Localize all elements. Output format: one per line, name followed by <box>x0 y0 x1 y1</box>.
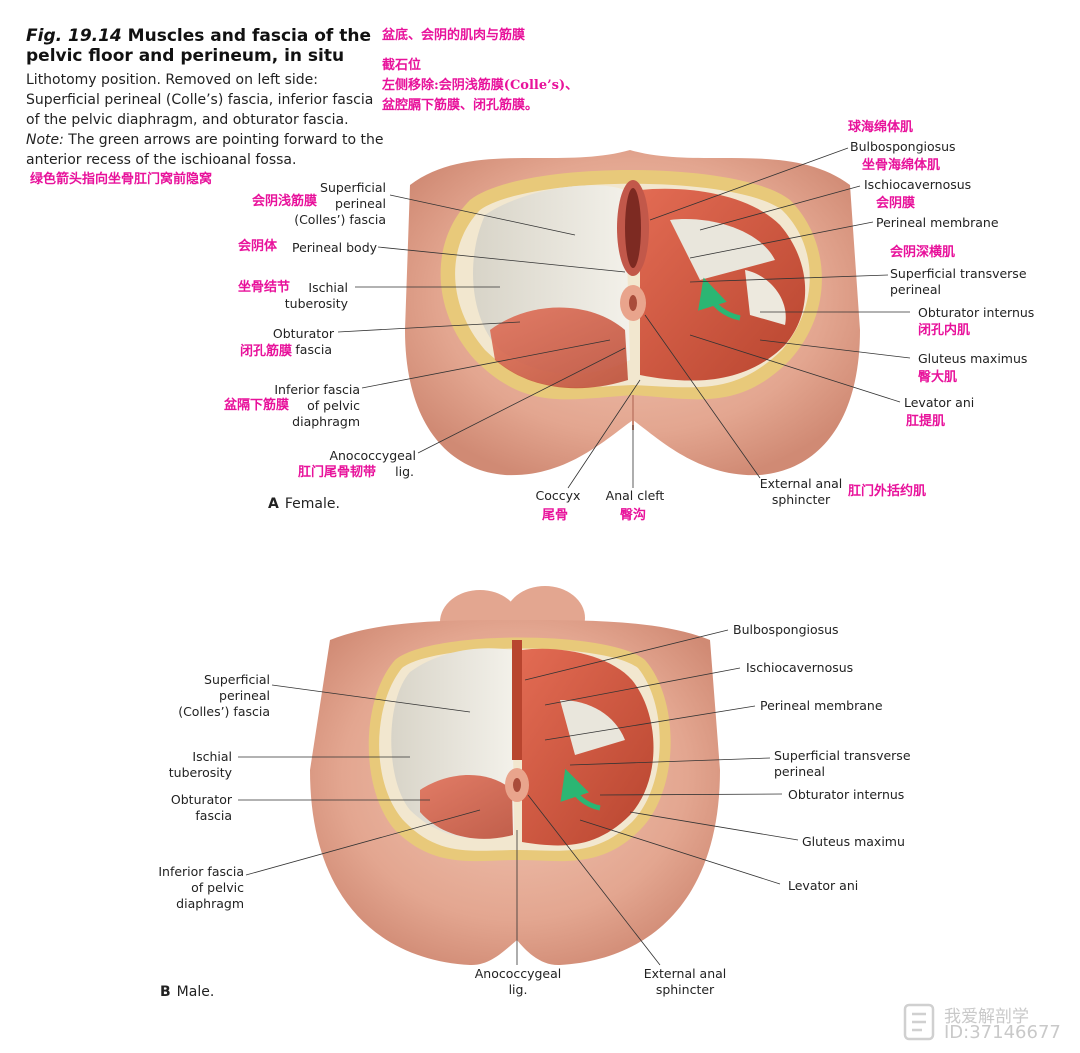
a-levator-ani-cn: 肛提肌 <box>906 414 946 429</box>
watermark-id: ID:37146677 <box>944 1022 1061 1043</box>
a-perineal-body-cn: 会阴体 <box>238 239 278 254</box>
a-anal-cleft-label: Anal cleft <box>605 488 665 503</box>
a-anococcygeal-cn: 肛门尾骨韧带 <box>298 465 377 480</box>
figure-note: Note: The green arrows are pointing forw… <box>26 130 386 170</box>
a-coccyx-cn: 尾骨 <box>541 508 568 523</box>
b-superficial-perineal-fascia-label: Superficial perineal (Colles’) fascia <box>178 672 270 719</box>
a-inferior-fascia-label: Inferior fascia of pelvic diaphragm <box>274 382 360 429</box>
panel-a-leader-lines <box>337 147 911 489</box>
a-anococcygeal-label: Anococcygeal lig. <box>329 448 416 479</box>
a-obturator-fascia-label: Obturator fascia <box>272 326 334 357</box>
figure-number: Fig. 19.14 <box>26 26 122 46</box>
a-obturator-internus-cn: 闭孔内肌 <box>918 323 971 338</box>
b-inferior-fascia-label: Inferior fascia of pelvic diaphragm <box>158 864 244 911</box>
a-perineal-membrane-cn: 会阴膜 <box>876 196 916 211</box>
a-superficial-perineal-fascia-label: Superficial perineal (Colles’) fascia <box>294 180 386 227</box>
b-superficial-transverse-label: Superficial transverse perineal <box>774 748 911 779</box>
a-perineal-membrane-label: Perineal membrane <box>876 215 999 230</box>
cn-arrow-note: 绿色箭头指向坐骨肛门窝前隐窝 <box>30 172 213 187</box>
b-ischial-tuberosity-label: Ischial tuberosity <box>168 749 232 780</box>
a-external-anal-sphincter-label: External anal sphincter <box>759 476 843 507</box>
a-obturator-internus-label: Obturator internus <box>918 305 1035 320</box>
cn-removed-line2: 盆腔膈下筋膜、闭孔筋膜。 <box>382 98 539 113</box>
panel-b-leader-lines <box>238 629 799 966</box>
a-ischial-tuberosity-label: Ischial tuberosity <box>284 280 348 311</box>
female-perineum-illustration <box>405 150 860 476</box>
a-levator-ani-label: Levator ani <box>904 395 975 410</box>
figure-description: Lithotomy position. Removed on left side… <box>26 72 374 128</box>
a-superficial-transverse-cn: 会阴深横肌 <box>890 245 956 260</box>
a-bulbospongiosus-cn: 球海绵体肌 <box>848 120 914 135</box>
b-obturator-fascia-label: Obturator fascia <box>170 792 232 823</box>
a-inferior-fascia-cn: 盆隔下筋膜 <box>224 398 290 413</box>
a-superficial-transverse-label: Superficial transverse perineal <box>890 266 1027 297</box>
a-ischiocavernosus-cn: 坐骨海绵体肌 <box>862 158 941 173</box>
watermark-text: 我爱解剖学 <box>944 1007 1029 1027</box>
cn-position: 截石位 <box>382 58 422 73</box>
watermark-logo-icon <box>903 1003 935 1041</box>
b-levator-ani-label: Levator ani <box>788 878 859 893</box>
figure-title: Fig. 19.14 Muscles and fascia of the pel… <box>26 26 386 66</box>
a-gluteus-maximus-label: Gluteus maximus <box>918 351 1028 366</box>
b-perineal-membrane-label: Perineal membrane <box>760 698 883 713</box>
b-anococcygeal-label: Anococcygeal lig. <box>474 966 562 997</box>
b-obturator-internus-label: Obturator internus <box>788 787 905 802</box>
b-bulbospongiosus-label: Bulbospongiosus <box>733 622 839 637</box>
a-obturator-fascia-cn: 闭孔筋膜 <box>240 344 293 359</box>
a-external-anal-sphincter-cn: 肛门外括约肌 <box>848 484 927 499</box>
a-anal-cleft-cn: 臀沟 <box>619 508 646 523</box>
cn-removed-line1: 左侧移除:会阴浅筋膜(Colle’s)、 <box>382 78 579 93</box>
a-perineal-body-label: Perineal body <box>292 240 378 255</box>
note-label: Note: <box>26 132 64 148</box>
cn-title: 盆底、会阴的肌肉与筋膜 <box>382 28 526 43</box>
male-perineum-illustration <box>310 586 720 966</box>
b-gluteus-maximus-label: Gluteus maximu <box>802 834 905 849</box>
a-ischial-tuberosity-cn: 坐骨结节 <box>238 280 291 295</box>
a-bulbospongiosus-label: Bulbospongiosus <box>850 139 956 154</box>
a-ischiocavernosus-label: Ischiocavernosus <box>864 177 972 192</box>
a-superficial-perineal-fascia-cn: 会阴浅筋膜 <box>252 194 318 209</box>
a-gluteus-maximus-cn: 臀大肌 <box>918 370 958 385</box>
a-coccyx-label: Coccyx <box>535 488 581 503</box>
b-ischiocavernosus-label: Ischiocavernosus <box>746 660 854 675</box>
figure-title-text: Muscles and fascia of the pelvic floor a… <box>26 26 371 66</box>
note-text: The green arrows are pointing forward to… <box>26 132 384 168</box>
b-external-anal-sphincter-label: External anal sphincter <box>643 966 727 997</box>
